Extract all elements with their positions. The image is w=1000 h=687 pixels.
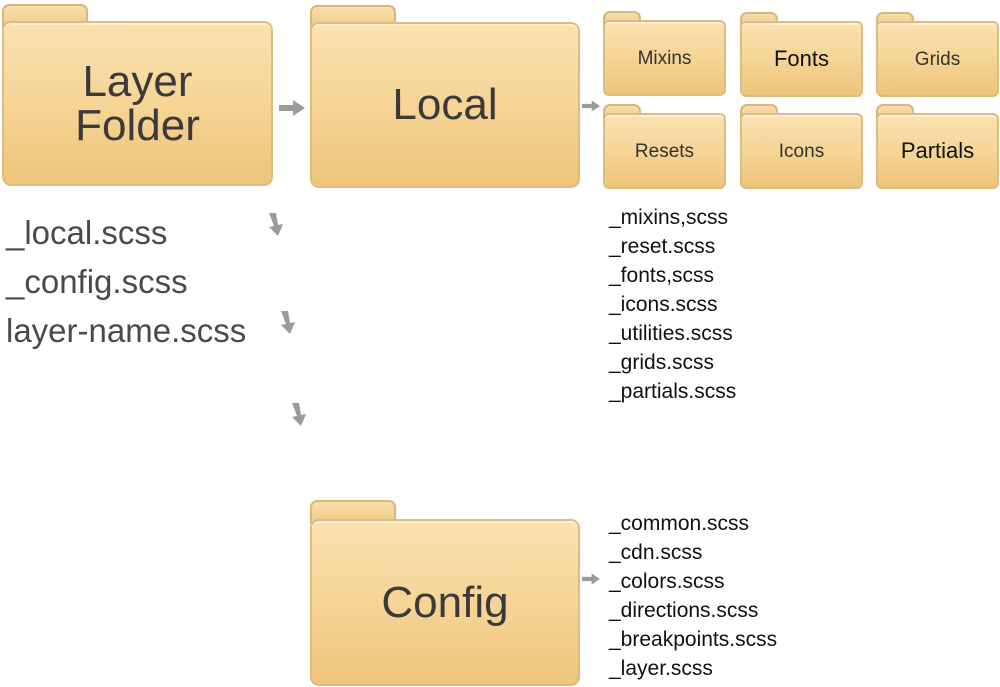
folder-body: Icons [740,113,863,189]
file-name: _grids.scss [609,351,715,374]
arrow-down-icon [289,403,309,427]
folder-label-fonts: Fonts [773,46,830,71]
folder-body: Partials [876,113,999,189]
folder-body: Grids [876,21,999,97]
folder-label-mixins: Mixins [637,47,692,69]
layer-file-list: _local.scss _config.scss layer-name.scss [6,208,246,355]
folder-body: Local [310,22,580,188]
arrow-right-icon [582,573,600,585]
file-name: _local.scss [6,214,168,251]
folder-mixins: Mixins [603,11,726,96]
file-name: _config.scss [6,263,188,300]
folder-label-icons: Icons [778,140,825,162]
file-name: _partials.scss [609,380,737,403]
folder-label-partials: Partials [900,138,975,163]
file-name: _cdn.scss [609,541,703,564]
folder-local: Local [310,5,580,188]
arrow-down-icon [266,213,286,237]
folder-icons: Icons [740,104,863,189]
arrow-right-icon [582,100,600,112]
folder-resets: Resets [603,104,726,189]
file-name: _colors.scss [609,570,725,593]
folder-partials: Partials [876,104,999,189]
arrow-right-icon [279,100,305,116]
folder-label-config: Config [381,577,509,627]
folder-config: Config [310,500,580,686]
folder-label-grids: Grids [914,48,961,70]
file-name: _common.scss [609,512,750,535]
arrow-down-icon [278,311,298,335]
file-name: _fonts,scss [609,264,715,287]
file-name: _reset.scss [609,235,716,258]
config-file-list: _common.scss _cdn.scss _colors.scss _dir… [609,509,777,683]
file-name: _utilities.scss [609,322,733,345]
folder-label-local: Local [392,80,498,129]
folder-body: Layer Folder [2,21,273,186]
file-name: _mixins,scss [609,206,729,229]
folder-label-layer: Layer Folder [75,56,200,150]
file-name: _breakpoints.scss [609,628,778,651]
folder-body: Config [310,519,580,686]
folder-layer: Layer Folder [2,4,273,186]
folder-label-resets: Resets [634,140,695,162]
file-name: _layer.scss [609,657,713,680]
file-name: layer-name.scss [6,312,247,349]
folder-body: Fonts [740,21,863,97]
file-name: _directions.scss [609,599,759,622]
folder-fonts: Fonts [740,12,863,97]
folder-body: Mixins [603,20,726,96]
local-file-list: _mixins,scss _reset.scss _fonts,scss _ic… [609,203,736,406]
folder-body: Resets [603,113,726,189]
file-name: _icons.scss [609,293,718,316]
folder-grids: Grids [876,12,999,97]
